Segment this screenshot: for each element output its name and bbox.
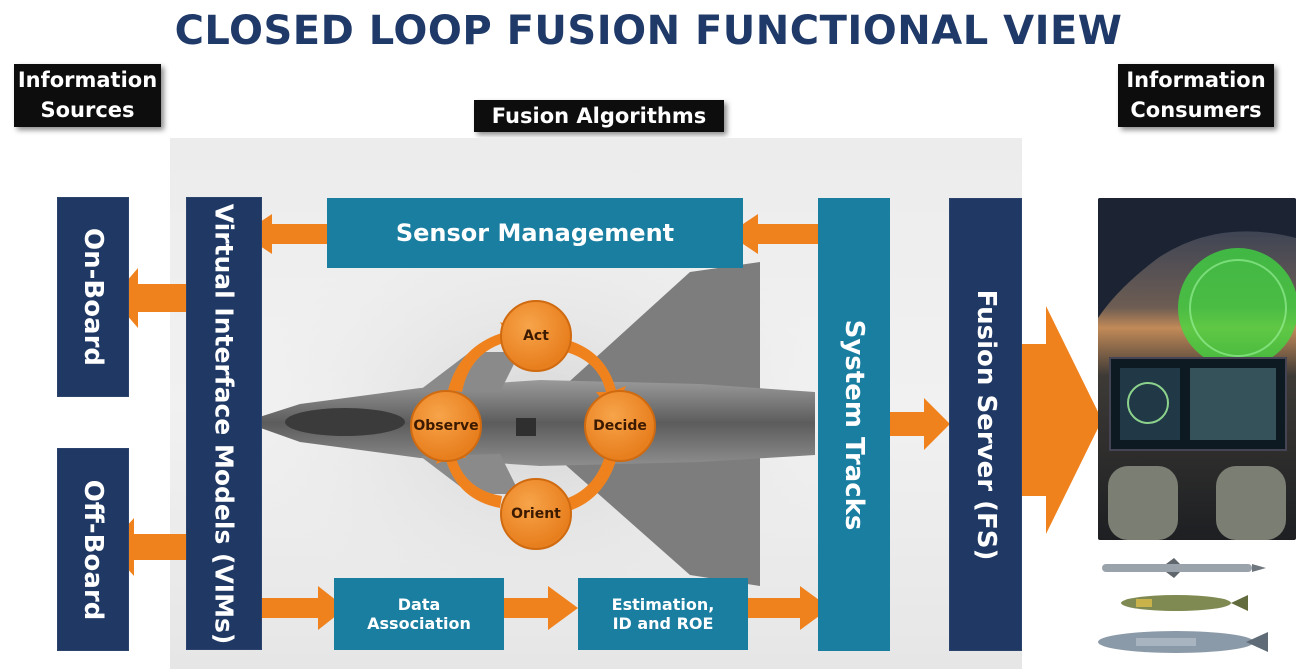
offboard-label: Off-Board [78,479,108,620]
vim-label: Virtual Interface Models (VIMs) [209,203,239,644]
cockpit-image [1098,198,1296,540]
tracks-to-sensor-arrow [728,214,820,254]
information-sources-tag-line2: Sources [40,98,135,122]
diagram-title: CLOSED LOOP FUSION FUNCTIONAL VIEW [174,8,1123,54]
ooda-observe-label: Observe [413,418,479,434]
server-to-consumers-arrow [1022,306,1102,534]
data-association-line1: Data [397,595,441,614]
fusion-algorithms-tag: Fusion Algorithms [474,100,724,132]
onboard-source-box: On-Board [57,197,129,397]
information-sources-tag: Information Sources [14,64,161,127]
information-sources-tag-line1: Information [17,68,158,92]
vim-box: Virtual Interface Models (VIMs) [186,197,262,650]
offboard-vim-arrow [108,518,212,576]
estimation-to-tracks-arrow [748,586,830,630]
system-tracks-box: System Tracks [818,198,890,651]
estimation-box: Estimation, ID and ROE [578,578,748,650]
ooda-act-label: Act [523,328,549,344]
tracks-to-server-arrow [890,398,950,450]
association-to-estimation-arrow [502,586,578,630]
cockpit-illustration [1098,198,1296,540]
sensor-to-vim-arrow [242,214,328,254]
ooda-orient-label: Orient [511,506,561,522]
data-association-box: Data Association [334,578,504,650]
information-consumers-tag: Information Consumers [1118,64,1274,127]
data-association-line2: Association [367,614,471,633]
information-consumers-tag-line1: Information [1126,68,1266,92]
glide-bomb-icon [1098,631,1268,653]
missile-icon [1102,558,1266,578]
ooda-act-circle: Act [500,300,572,372]
ooda-observe-circle: Observe [410,390,482,462]
fusion-server-label: Fusion Server (FS) [970,289,1001,560]
munitions-image [1098,558,1268,653]
flow-arrows [108,214,1102,630]
ooda-orient-circle: Orient [500,478,572,550]
bomb-icon [1121,595,1248,611]
onboard-label: On-Board [78,227,108,367]
system-tracks-label: System Tracks [839,319,869,530]
fusion-server-box: Fusion Server (FS) [949,198,1022,651]
aircraft-image [240,210,840,630]
onboard-vim-arrow [112,268,212,328]
offboard-source-box: Off-Board [57,448,129,651]
ooda-decide-circle: Decide [584,390,656,462]
vim-to-association-arrow [262,586,346,630]
ooda-decide-label: Decide [593,418,647,434]
estimation-line1: Estimation, [611,595,715,614]
estimation-line2: ID and ROE [612,614,714,633]
information-consumers-tag-line2: Consumers [1130,98,1262,122]
sensor-management-box: Sensor Management [327,198,743,268]
